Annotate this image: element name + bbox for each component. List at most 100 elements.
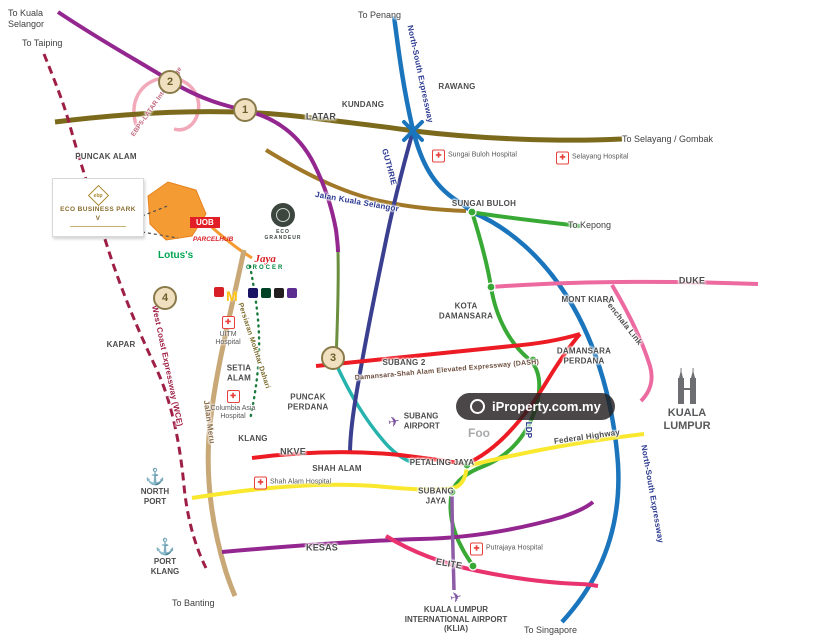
- port-crane-icon: ⚓: [155, 539, 175, 556]
- junction-dots: [447, 207, 538, 571]
- iproperty-watermark: iProperty.com.my: [456, 393, 615, 420]
- hospital-cross-icon: ✚: [254, 476, 267, 490]
- north-port: ⚓ NORTH PORT: [134, 470, 176, 506]
- place-setia-alam: SETIA ALAM: [226, 363, 252, 382]
- road-nkve: [251, 332, 582, 467]
- parcelhub-logo: PARCELHUB: [193, 236, 234, 243]
- place-sungai-buloh: SUNGAI BULOH: [451, 199, 517, 209]
- road-latar: [54, 109, 623, 143]
- marker-3: 3: [321, 346, 345, 370]
- brand-logo-icon: [248, 288, 258, 298]
- ebp-diamond-icon: ebp: [87, 185, 109, 207]
- hospital-putrajaya: ✚ Putrajaya Hospital: [470, 542, 543, 556]
- hospital-label: Columbia Asia Hospital: [210, 405, 256, 421]
- brand-logo-icon: [287, 288, 297, 298]
- marker-1: 1: [233, 98, 257, 122]
- edge-to-singapore: To Singapore: [524, 625, 578, 635]
- road-duke: [490, 279, 759, 289]
- hospital-cross-icon: ✚: [470, 542, 483, 556]
- mcdonalds-icon: M: [226, 288, 238, 304]
- marker-2: 2: [158, 70, 182, 94]
- place-kota-damansara: KOTA DAMANSARA: [438, 301, 494, 320]
- road-ebp5-latar-interchange: [132, 76, 201, 132]
- camera-lens-icon: [470, 399, 485, 414]
- road-penchala-link: [610, 283, 654, 403]
- place-kapar: KAPAR: [106, 340, 136, 350]
- petronas-towers-icon: [678, 368, 696, 404]
- place-rawang: RAWANG: [438, 82, 476, 92]
- road-wce: [42, 53, 208, 569]
- road-ldp: [448, 211, 542, 568]
- brand-logo-icon: [214, 287, 224, 297]
- interchange-icon: [402, 120, 424, 142]
- road-teal-link: [334, 363, 415, 465]
- road-label-ldp: LDP: [523, 421, 533, 439]
- ebp-abbr: ebp: [93, 192, 103, 199]
- road-kesas: [221, 500, 595, 554]
- brand-logo-icon: [274, 288, 284, 298]
- place-damansara-perdana: DAMANSARA PERDANA: [556, 346, 612, 365]
- place-puncak-alam: PUNCAK ALAM: [75, 152, 137, 162]
- place-puncak-perdana: PUNCAK PERDANA: [287, 392, 329, 411]
- place-petaling-jaya: PETALING JAYA: [409, 458, 475, 468]
- port-label: PORT KLANG: [150, 557, 180, 576]
- kuala-lumpur-label: KUALA LUMPUR: [663, 407, 711, 432]
- plane-icon: ✈: [448, 587, 464, 607]
- place-mont-kiara: MONT KIARA: [561, 295, 615, 305]
- road-kepong: [469, 210, 581, 228]
- hospital-cross-icon: ✚: [221, 316, 235, 329]
- eco-site-polygon: [147, 181, 207, 241]
- ebp-callout-line: [141, 204, 179, 239]
- ebp-rule: [70, 225, 126, 227]
- place-kundang: KUNDANG: [341, 100, 385, 110]
- hospital-cross-icon: ✚: [226, 390, 240, 403]
- edge-to-kuala-selangor: To Kuala Selangor: [8, 8, 45, 29]
- road-kuala-selangor-trunk: [56, 10, 340, 253]
- road-label-kesas: KESAS: [305, 542, 339, 553]
- hospital-label: Shah Alam Hospital: [270, 478, 332, 486]
- eco-business-park-logo: ebp ECO BUSINESS PARK V: [52, 178, 144, 237]
- watermark-foo: Foo: [468, 426, 490, 440]
- hospital-cross-icon: ✚: [432, 149, 445, 163]
- port-klang: ⚓ PORT KLANG: [144, 540, 186, 576]
- hospital-cross-icon: ✚: [556, 151, 569, 165]
- hospital-uitm: ✚ UITM Hospital: [207, 316, 249, 348]
- port-label: NORTH PORT: [140, 487, 170, 506]
- edge-to-kepong: To Kepong: [568, 220, 612, 230]
- hospital-label: UITM Hospital: [215, 331, 241, 347]
- road-federal-highway: [466, 432, 645, 468]
- road-label-latar: LATAR: [305, 111, 337, 122]
- subang-airport: ✈ SUBANG AIRPORT: [386, 411, 452, 431]
- road-label-nkve: NKVE: [280, 446, 306, 457]
- road-jalan-kuala-selangor: [264, 148, 467, 213]
- jaya-label: Jaya: [254, 253, 276, 265]
- hospital-selayang: ✚ Selayang Hospital: [556, 151, 629, 165]
- hospital-shah-alam: ✚ Shah Alam Hospital: [254, 476, 332, 490]
- road-guthrie: [348, 130, 415, 455]
- hospital-sungai-buloh: ✚ Sungai Buloh Hospital: [432, 149, 517, 163]
- airport-label: SUBANG AIRPORT: [403, 411, 440, 430]
- place-klang: KLANG: [238, 434, 268, 444]
- port-crane-icon: ⚓: [145, 469, 165, 486]
- hospital-label: Sungai Buloh Hospital: [448, 151, 517, 159]
- road-klia-link: [450, 493, 456, 591]
- kuala-lumpur-landmark: KUALA LUMPUR: [656, 368, 718, 432]
- eco-grandeur-label: ECO GRANDEUR: [264, 229, 302, 241]
- airport-label: KUALA LUMPUR INTERNATIONAL AIRPORT (KLIA…: [404, 605, 508, 634]
- hospital-label: Putrajaya Hospital: [486, 544, 543, 552]
- place-subang-jaya: SUBANG JAYA: [418, 486, 454, 505]
- marker-4: 4: [153, 286, 177, 310]
- hospital-columbia-asia: ✚ Columbia Asia Hospital: [205, 390, 261, 422]
- uob-logo: UOB: [190, 217, 220, 228]
- ebp-name: ECO BUSINESS PARK V: [60, 206, 136, 222]
- hospital-label: Selayang Hospital: [572, 153, 629, 161]
- eco-grandeur-logo: ECO GRANDEUR: [257, 203, 309, 241]
- edge-to-banting: To Banting: [172, 598, 215, 608]
- edge-to-penang: To Penang: [358, 10, 402, 20]
- plane-icon: ✈: [386, 411, 402, 431]
- place-shah-alam: SHAH ALAM: [312, 464, 362, 474]
- klia-airport: ✈ KUALA LUMPUR INTERNATIONAL AIRPORT (KL…: [397, 587, 515, 634]
- brand-logo-icon: [261, 288, 271, 298]
